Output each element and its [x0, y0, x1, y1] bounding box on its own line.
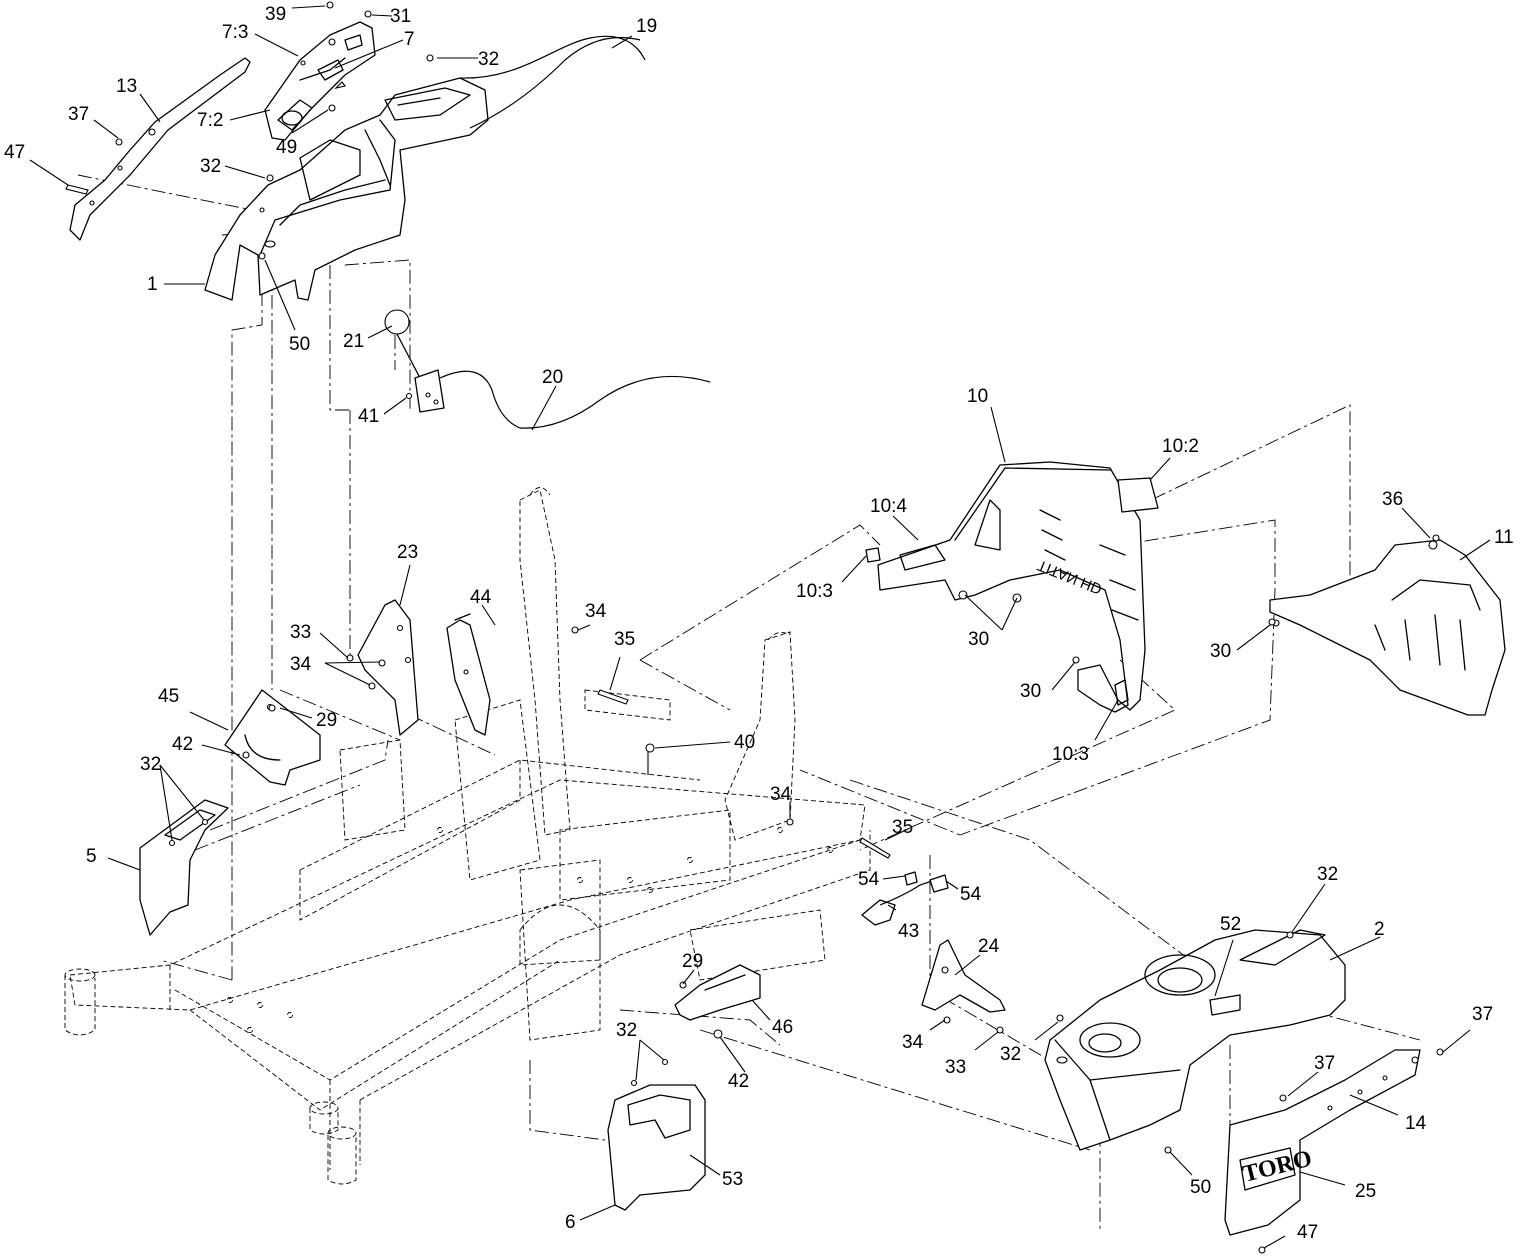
- callout-23: 23: [397, 542, 418, 563]
- callout-33-lower: 33: [945, 1057, 966, 1078]
- callout-24: 24: [978, 936, 1000, 957]
- callout-11: 11: [1494, 527, 1514, 548]
- part-14-trim-bar: [1224, 1049, 1421, 1236]
- cable-19-lower: [469, 37, 641, 129]
- part-6-lower-cover: [607, 1058, 706, 1211]
- part-43-bracket: [861, 871, 949, 926]
- callout-31: 31: [390, 6, 411, 27]
- part-21-throttle-lever: [384, 309, 445, 413]
- callout-34-lower: 34: [902, 1032, 924, 1053]
- callout-50-left: 50: [289, 334, 310, 355]
- callout-13: 13: [116, 76, 137, 97]
- callout-32-left: 32: [200, 156, 221, 177]
- cable-19: [459, 35, 646, 79]
- part-5-left-cover: [139, 799, 229, 936]
- callout-37-right: 37: [1472, 1004, 1493, 1025]
- callout-42-left: 42: [172, 734, 193, 755]
- part-10-right-fender: TITAN HD: [877, 461, 1146, 713]
- callout-34-left: 34: [290, 654, 312, 675]
- callout-54-left: 54: [858, 869, 880, 890]
- part-13-trim-bar: [69, 57, 251, 241]
- part-7-control-panel: [264, 21, 376, 141]
- callout-29-left: 29: [316, 710, 337, 731]
- callout-14: 14: [1405, 1113, 1427, 1134]
- callout-29-center: 29: [682, 951, 703, 972]
- callout-52: 52: [1220, 914, 1241, 935]
- callout-46: 46: [772, 1017, 793, 1038]
- callout-2: 2: [1374, 919, 1385, 940]
- decal-10-3-left: [865, 547, 881, 563]
- callout-32-left-cover: 32: [140, 754, 161, 775]
- callout-30-right: 30: [1210, 641, 1231, 662]
- callout-20: 20: [542, 367, 563, 388]
- callout-54-right: 54: [960, 884, 982, 905]
- callout-25: 25: [1355, 1181, 1376, 1202]
- callout-45: 45: [158, 686, 179, 707]
- callout-30-lower: 30: [1020, 681, 1041, 702]
- callout-36: 36: [1382, 489, 1403, 510]
- callout-10-3-left: 10:3: [796, 581, 833, 602]
- leader-lines: [29, 5, 1491, 1249]
- part-23-bracket: [346, 599, 419, 736]
- callout-40: 40: [734, 732, 755, 753]
- callout-10-2: 10:2: [1162, 436, 1199, 457]
- callout-50-right: 50: [1190, 1177, 1211, 1198]
- callout-5: 5: [86, 846, 97, 867]
- hardware: [65, 1, 1444, 1254]
- part-44-bracket: [446, 613, 491, 736]
- callout-34-center: 34: [585, 601, 607, 622]
- callout-33-left: 33: [290, 622, 311, 643]
- cable-20: [439, 370, 711, 429]
- callout-19: 19: [636, 16, 657, 37]
- callout-10: 10: [967, 386, 988, 407]
- callout-7-2: 7:2: [197, 110, 223, 131]
- callout-53: 53: [722, 1169, 743, 1190]
- callout-39: 39: [265, 4, 286, 25]
- callout-43: 43: [898, 921, 919, 942]
- callout-42-lower: 42: [728, 1071, 749, 1092]
- callout-labels: 39 31 19 7:3 7 32 13 37 7:2 49 47 32 1 2…: [4, 4, 1514, 1243]
- callout-37-left: 37: [68, 104, 89, 125]
- callout-10-4: 10:4: [870, 496, 907, 517]
- callout-6: 6: [565, 1212, 576, 1233]
- callout-32-top: 32: [478, 49, 499, 70]
- callout-7: 7: [404, 29, 415, 50]
- callout-1: 1: [147, 274, 158, 295]
- callout-47-right: 47: [1297, 1222, 1318, 1243]
- part-45-bracket: [224, 689, 321, 786]
- part-24-bracket: [921, 939, 1006, 1013]
- callout-32-right-top: 32: [1317, 864, 1338, 885]
- callout-7-3: 7:3: [222, 22, 248, 43]
- part-11-foot-plate: [1269, 539, 1506, 716]
- chassis-frame: [64, 487, 871, 1185]
- callout-32-right-lower: 32: [1000, 1044, 1021, 1065]
- callout-44: 44: [470, 587, 492, 608]
- callout-41: 41: [358, 406, 379, 427]
- decal-10-2: [1117, 477, 1159, 513]
- part-2-right-console: [1044, 929, 1346, 1151]
- callout-47-left: 47: [4, 142, 25, 163]
- callout-35-top: 35: [614, 629, 635, 650]
- callout-34-mid: 34: [770, 784, 792, 805]
- callout-30-center: 30: [968, 629, 989, 650]
- callout-37-right-lower: 37: [1314, 1053, 1335, 1074]
- callout-49: 49: [276, 137, 297, 158]
- callout-10-3-right: 10:3: [1052, 744, 1089, 765]
- callout-21: 21: [343, 331, 364, 352]
- callout-32-lower-cover: 32: [616, 1020, 637, 1041]
- part-46-bracket: [674, 964, 761, 1039]
- part-1-left-console: [204, 77, 489, 301]
- callout-35-mid: 35: [892, 817, 913, 838]
